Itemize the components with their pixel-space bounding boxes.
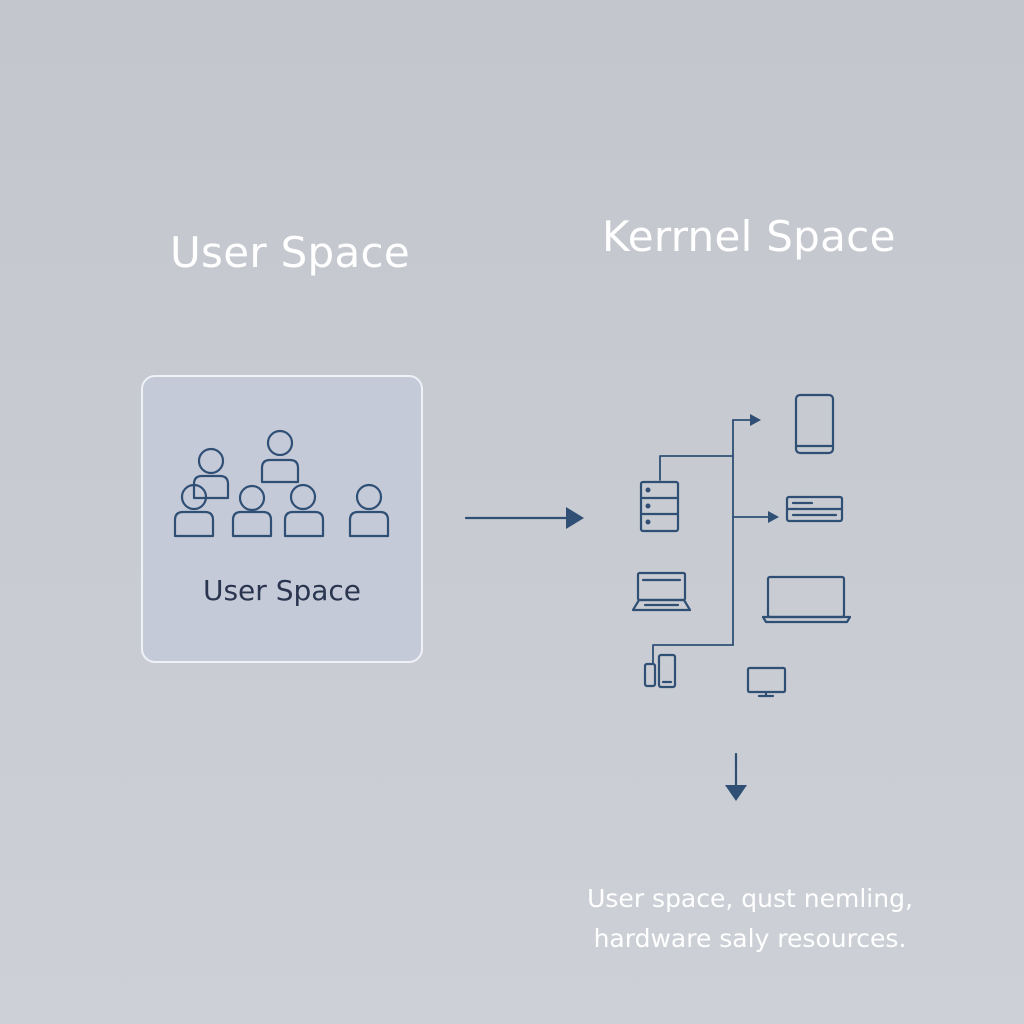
person-icon — [283, 483, 325, 538]
user-space-box: User Space — [141, 375, 423, 663]
rack-unit-icon — [785, 495, 844, 523]
caption-line-1: User space, qust nemling, — [587, 884, 913, 913]
monitor-icon — [746, 666, 787, 698]
connector-lines — [652, 414, 779, 665]
laptop-icon — [761, 575, 852, 624]
down-arrow — [725, 752, 747, 801]
person-icon — [348, 483, 390, 538]
user-to-kernel-arrow — [464, 507, 584, 529]
caption-line-2: hardware saly resources. — [593, 924, 907, 953]
user-space-heading: User Space — [170, 228, 411, 277]
laptop-keyboard-icon — [631, 571, 692, 612]
tablet-icon — [794, 393, 835, 455]
person-icon — [192, 447, 230, 500]
person-icon — [173, 483, 215, 538]
person-icon — [231, 484, 273, 538]
kernel-space-heading: Kerrnel Space — [602, 212, 896, 261]
phones-icon — [643, 653, 677, 689]
server-icon — [639, 480, 680, 533]
person-icon — [260, 429, 300, 484]
user-space-box-label: User Space — [202, 574, 362, 607]
